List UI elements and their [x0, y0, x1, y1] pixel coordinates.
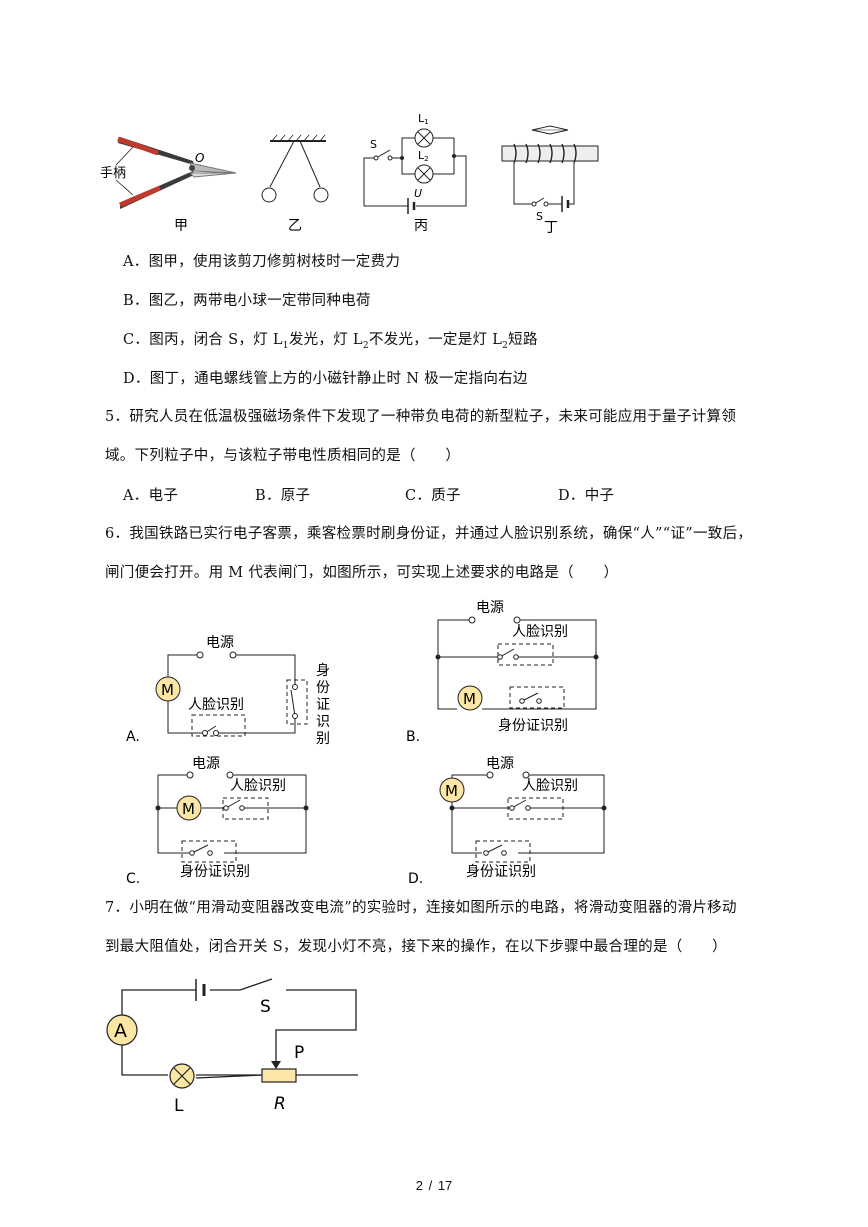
- q5-stem-line2: 域。下列粒子中，与该粒子带电性质相同的是（ ）: [105, 448, 461, 464]
- id-card-label-char: 证: [316, 697, 330, 713]
- power-label: 电源: [192, 756, 220, 772]
- q6-circuit-c: M 电源 人脸识别 身份证识别 C.: [126, 756, 309, 887]
- face-recognition-label: 人脸识别: [230, 778, 286, 794]
- q6-stem-line2: 闸门便会打开。用 M 代表闸门，如图所示，可实现上述要求的电路是（ ）: [105, 565, 619, 581]
- q5-option-b: B．原子: [255, 488, 311, 504]
- q4-option-a: A．图甲，使用该剪刀修剪树枝时一定费力: [123, 254, 401, 270]
- figure-caption-bing: 丙: [414, 218, 428, 234]
- lamp-l2-icon: [414, 164, 434, 184]
- figure-jia-shears: 手柄 O 甲: [100, 136, 237, 234]
- slider-label: P: [294, 1043, 304, 1063]
- q4-option-b: B．图乙，两带电小球一定带同种电荷: [123, 293, 371, 309]
- page-number: 2 / 17: [415, 1178, 453, 1193]
- q5-option-c: C．质子: [405, 488, 461, 504]
- motor-icon: M: [176, 795, 202, 821]
- q5-stem-line1: 5．研究人员在低温极强磁场条件下发现了一种带负电荷的新型粒子，未来可能应用于量子…: [105, 409, 737, 425]
- id-card-label: 身份证识别: [498, 718, 568, 734]
- source-u-label: U: [414, 187, 422, 200]
- id-card-label: 身份证识别: [466, 864, 536, 880]
- power-label: 电源: [486, 756, 514, 772]
- pivot-label: O: [195, 151, 204, 165]
- option-letter-a: A.: [126, 729, 140, 745]
- face-recognition-label: 人脸识别: [522, 778, 578, 794]
- ball-left: [261, 187, 277, 203]
- lamp-label: L: [174, 1096, 184, 1116]
- figure-caption-yi: 乙: [288, 218, 302, 234]
- power-label: 电源: [206, 635, 234, 651]
- id-card-label-char: 身: [316, 663, 330, 679]
- face-recognition-label: 人脸识别: [512, 624, 568, 640]
- switch-s-label: S: [370, 138, 377, 151]
- option-letter-d: D.: [408, 871, 423, 887]
- id-card-label-char: 别: [316, 731, 330, 747]
- lamp-icon: [169, 1063, 195, 1089]
- figure-bing-circuit: S L1 L2 U 丙: [363, 112, 467, 234]
- option-letter-b: B.: [406, 729, 420, 745]
- svg-text:M: M: [445, 782, 458, 800]
- q4-option-c: C．图丙，闭合 S，灯 L1发光，灯 L2不发光，一定是灯 L2短路: [123, 332, 538, 351]
- id-card-label: 身份证识别: [180, 864, 250, 880]
- figure-yi-charged-balls: 乙: [261, 134, 329, 234]
- q5-option-d: D．中子: [558, 488, 615, 504]
- q6-circuit-a: M 电源 人脸识别 身 份 证 识 别 A.: [126, 635, 330, 747]
- lamp-l2-label: L2: [418, 149, 429, 163]
- q4-option-d: D．图丁，通电螺线管上方的小磁针静止时 N 极一定指向右边: [123, 371, 528, 387]
- svg-text:M: M: [161, 681, 174, 699]
- q6-stem-line1: 6．我国铁路已实行电子客票，乘客检票时刷身份证，并通过人脸识别系统，确保“人”“…: [105, 526, 753, 542]
- q7-circuit-figure: A S P L R: [106, 978, 358, 1116]
- power-label: 电源: [476, 600, 504, 616]
- rheostat-icon: [261, 1068, 297, 1083]
- q7-stem-line2: 到最大阻值处，闭合开关 S，发现小灯不亮，接下来的操作，在以下步骤中最合理的是（…: [105, 939, 727, 955]
- motor-icon: M: [439, 777, 465, 803]
- compass-needle-icon: [531, 125, 569, 135]
- svg-text:M: M: [463, 690, 476, 708]
- ball-right: [313, 187, 329, 203]
- switch-s-label-ding: S: [536, 210, 543, 223]
- lamp-l1-label: L1: [418, 112, 429, 126]
- svg-text:A: A: [114, 1020, 127, 1042]
- q6-circuit-d: M 电源 人脸识别 身份证识别 D.: [408, 756, 607, 887]
- id-card-label-char: 份: [316, 680, 330, 696]
- id-card-label-char: 识: [316, 714, 330, 730]
- shears-drawing: [115, 136, 237, 209]
- q6-circuit-b: M 电源 人脸识别 身份证识别 B.: [406, 600, 599, 745]
- figure-caption-ding: 丁: [544, 220, 558, 236]
- svg-text:M: M: [182, 800, 195, 818]
- q5-option-a: A．电子: [123, 488, 179, 504]
- ammeter-icon: A: [106, 1014, 138, 1046]
- figure-ding-solenoid: S 丁: [501, 125, 599, 236]
- q7-stem-line1: 7．小明在做“用滑动变阻器改变电流”的实验时，连接如图所示的电路，将滑动变阻器的…: [105, 900, 737, 916]
- face-recognition-label: 人脸识别: [188, 697, 244, 713]
- motor-icon: M: [155, 676, 181, 702]
- handle-label: 手柄: [100, 166, 126, 181]
- lamp-l1-icon: [414, 128, 434, 148]
- option-letter-c: C.: [126, 871, 140, 887]
- rheostat-label: R: [274, 1094, 286, 1114]
- switch-label: S: [260, 997, 271, 1017]
- motor-icon: M: [457, 685, 483, 711]
- figure-caption-jia: 甲: [174, 218, 188, 234]
